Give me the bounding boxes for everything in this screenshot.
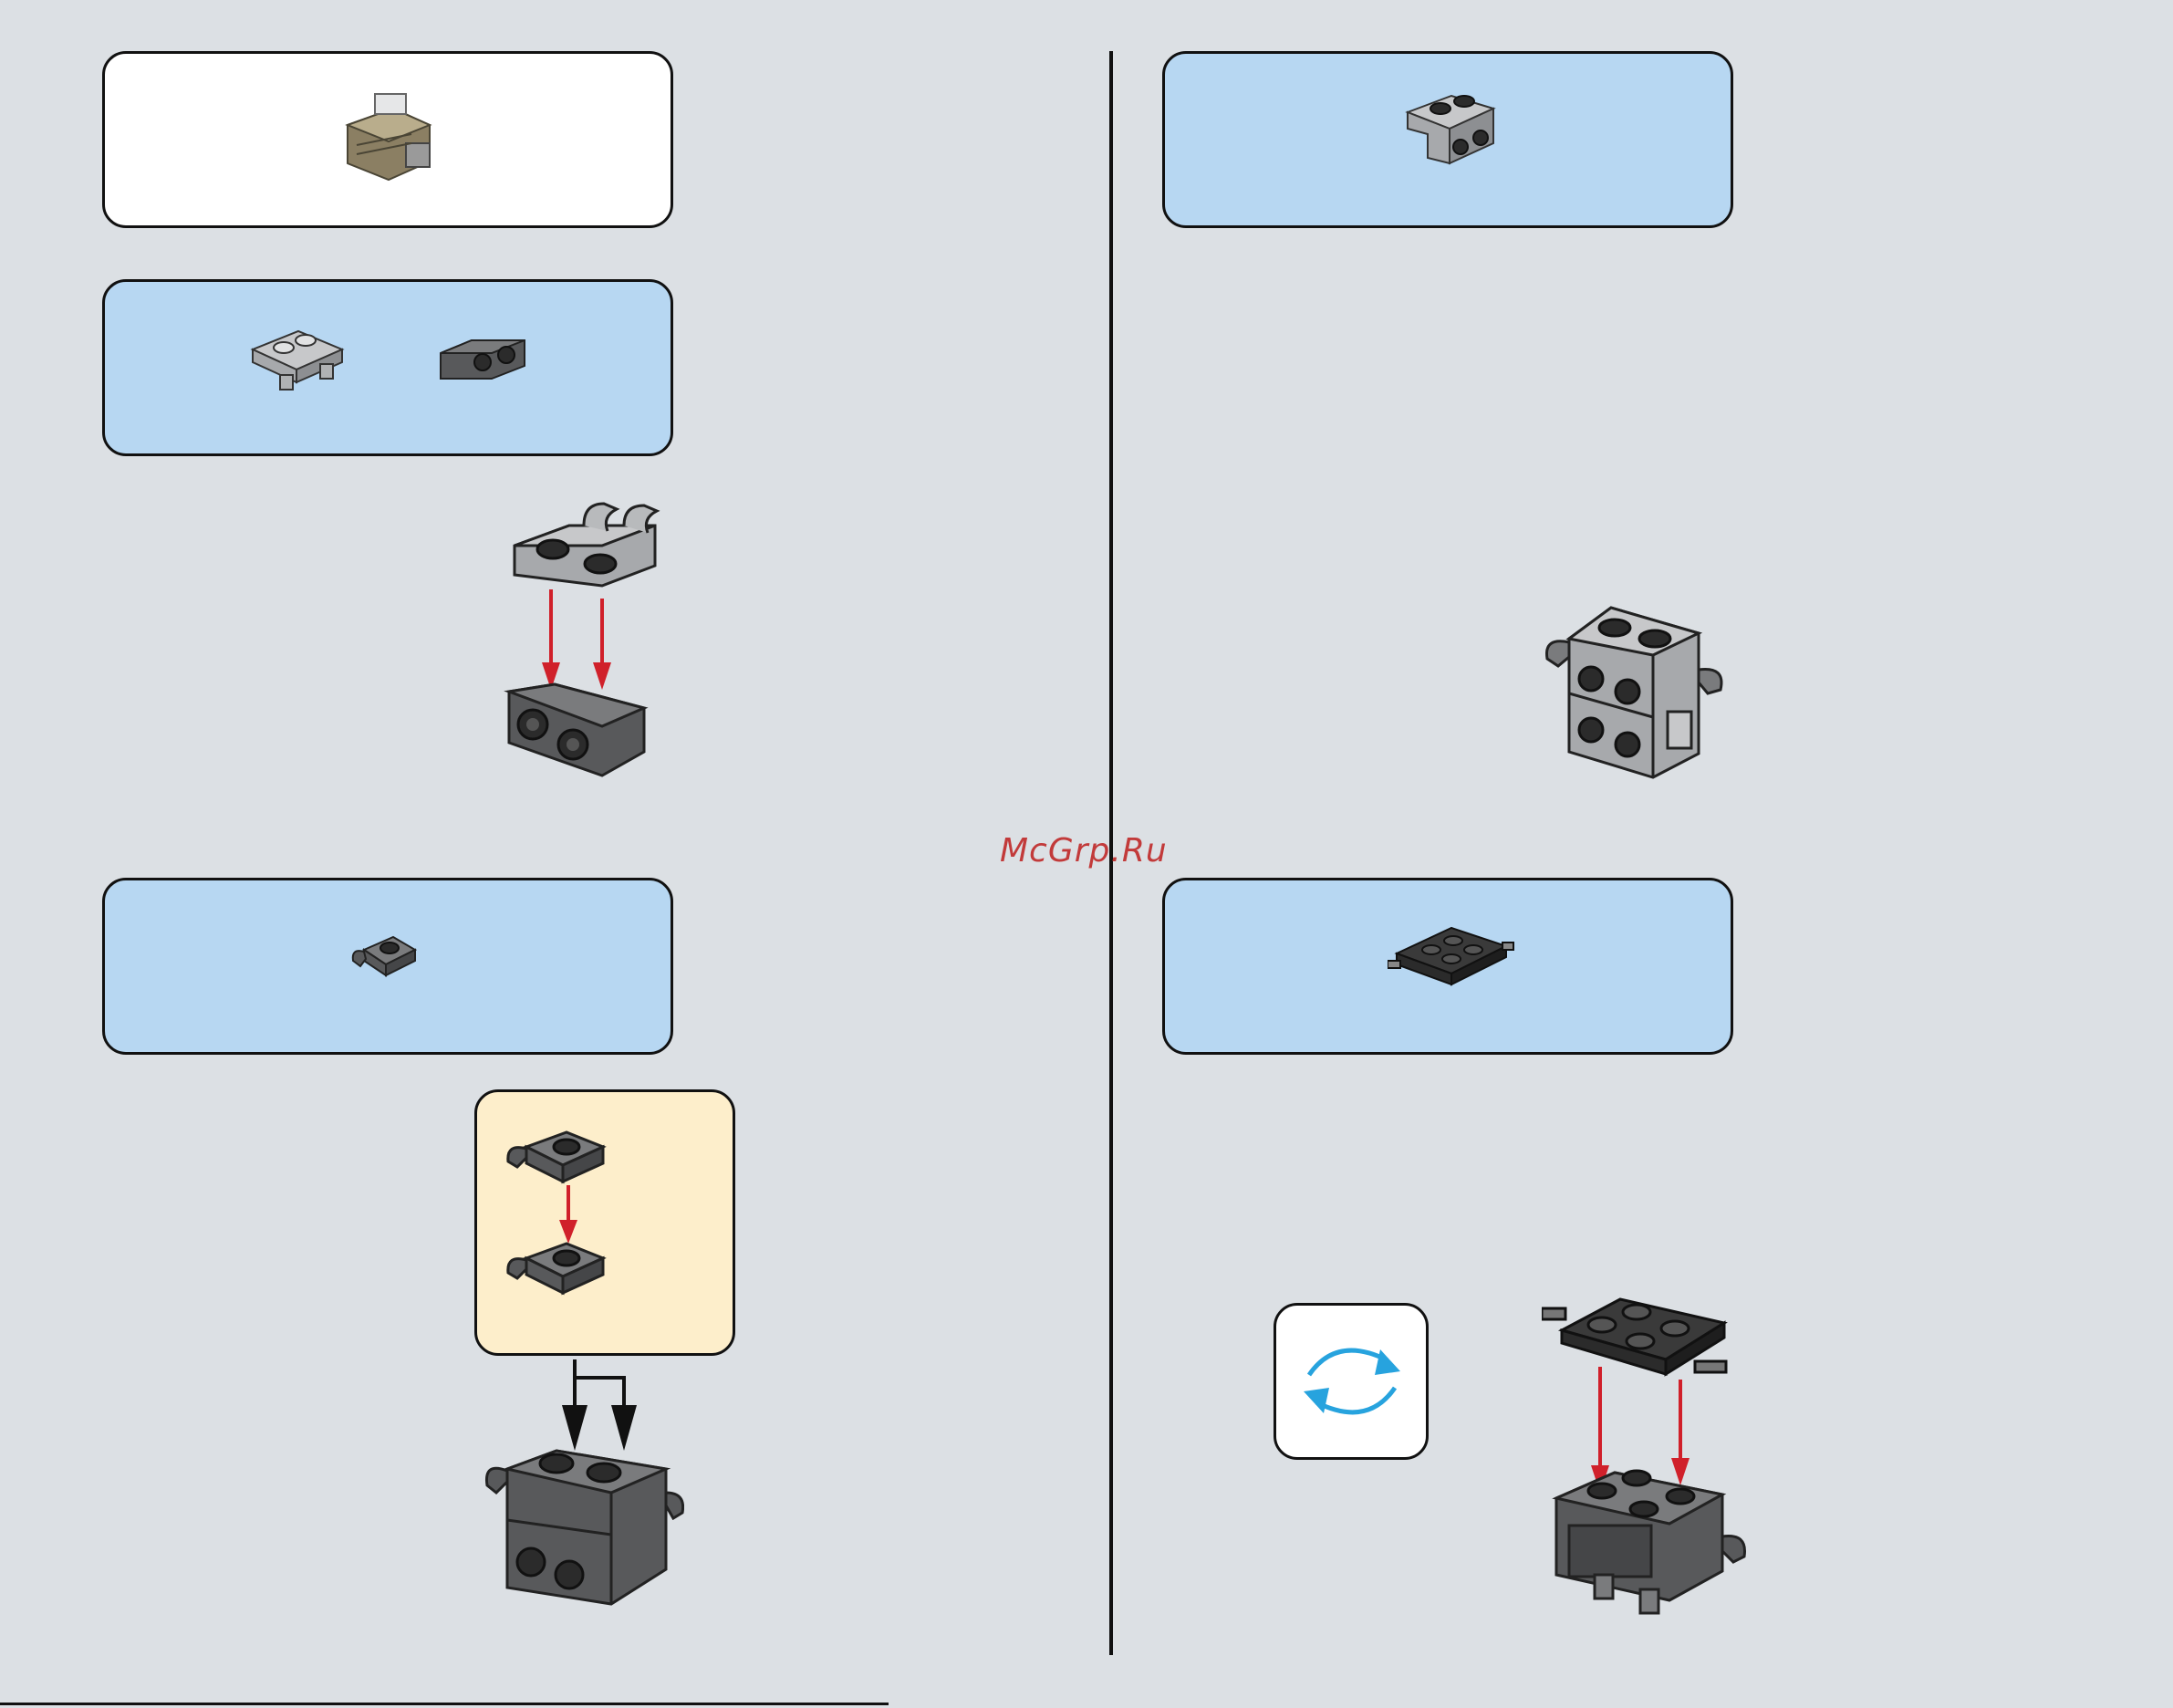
arrow-b-head xyxy=(559,1220,577,1244)
parts-box-step-d xyxy=(1162,878,1733,1055)
step-d-assembly xyxy=(1542,1285,1748,1622)
arrow-c1-head xyxy=(562,1405,587,1451)
arrow-c2-head xyxy=(611,1405,637,1451)
parts-box-step-a xyxy=(102,279,673,456)
parts-box-step-b xyxy=(102,878,673,1055)
rotate-arrows-icon xyxy=(1293,1322,1411,1441)
arrow-a2-head xyxy=(593,662,611,690)
step-a-assembly xyxy=(500,498,664,781)
sub-assembly-drawing xyxy=(503,1116,612,1335)
bracket-dark-part xyxy=(435,322,530,395)
step-b-assembly xyxy=(483,1356,684,1620)
bracket-light-part xyxy=(1400,85,1501,172)
sub-assembly-box xyxy=(474,1089,735,1356)
model-preview-box xyxy=(102,51,673,228)
plate-with-clip-dark-part xyxy=(348,924,421,984)
footer-rule xyxy=(0,1703,889,1705)
plate-with-pins-black-part xyxy=(1388,915,1515,994)
parts-box-step-c xyxy=(1162,51,1733,228)
plate-with-clips-part xyxy=(247,322,348,395)
rotate-model-box xyxy=(1274,1303,1429,1460)
step-c-assembly xyxy=(1542,602,1739,781)
watermark: McGrp.Ru xyxy=(1000,832,1168,870)
tan-vehicle-icon xyxy=(338,89,439,189)
arrow-d2-head xyxy=(1671,1458,1690,1485)
